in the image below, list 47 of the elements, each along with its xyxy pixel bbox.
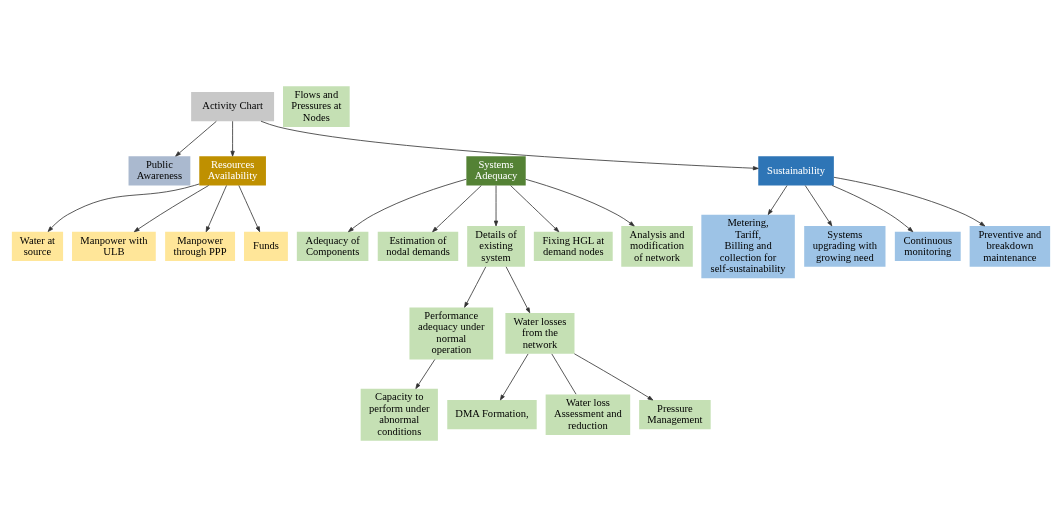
- arrow: [831, 184, 914, 232]
- node-box: Pressure Management: [639, 399, 711, 429]
- arrow: [505, 265, 531, 313]
- arrow: [493, 184, 499, 226]
- node-box: Fixing HGL at demand nodes: [533, 231, 613, 261]
- arrow: [804, 184, 833, 226]
- node-box: Continuous monitoring: [894, 231, 961, 261]
- node-box: Manpower with ULB: [72, 231, 156, 261]
- node-box: Resources Availability: [199, 155, 266, 185]
- arrow: [464, 265, 487, 308]
- node-box: Systems upgrading with growing need: [804, 225, 886, 267]
- node-box: Activity Chart: [191, 91, 275, 121]
- node-box: Funds: [244, 231, 288, 261]
- node-box: Systems Adequacy: [466, 155, 526, 185]
- node-box: Preventive and breakdown maintenance: [969, 225, 1051, 267]
- node-box: Estimation of nodal demands: [377, 231, 459, 261]
- node-box: Details of existing system: [467, 225, 525, 267]
- arrow: [47, 183, 200, 232]
- node-box: Manpower through PPP: [165, 231, 236, 261]
- arrow: [260, 120, 759, 170]
- arrow: [230, 120, 235, 157]
- node-box: Water losses from the network: [505, 312, 575, 354]
- arrow: [510, 184, 560, 232]
- node-box: Capacity to perform under abnormal conditions: [360, 388, 438, 441]
- node-box: Flows and Pressures at Nodes: [283, 85, 350, 127]
- arrow: [573, 352, 654, 400]
- connector: [551, 353, 577, 395]
- node-box: Public Awareness: [128, 155, 191, 185]
- node-box: DMA Formation,: [447, 399, 537, 429]
- arrow: [833, 176, 986, 226]
- arrow: [238, 184, 261, 232]
- node-box: Performance adequacy under normal operation: [409, 306, 494, 359]
- node-box: Sustainability: [758, 155, 834, 185]
- node-box: Water at source: [11, 231, 64, 261]
- arrow: [500, 353, 529, 400]
- arrow: [133, 184, 210, 232]
- arrow: [348, 178, 467, 232]
- arrow: [767, 184, 788, 215]
- arrow: [175, 120, 217, 157]
- arrow: [205, 184, 227, 232]
- node-box: Adequacy of Components: [296, 231, 369, 261]
- arrow: [432, 184, 482, 232]
- arrow: [415, 358, 436, 389]
- node-box: Analysis and modification of network: [621, 225, 693, 267]
- arrow: [525, 178, 635, 226]
- node-box: Water loss Assessment and reduction: [545, 393, 631, 435]
- node-box: Metering, Tariff, Billing and collection for self-sustainability: [701, 214, 795, 278]
